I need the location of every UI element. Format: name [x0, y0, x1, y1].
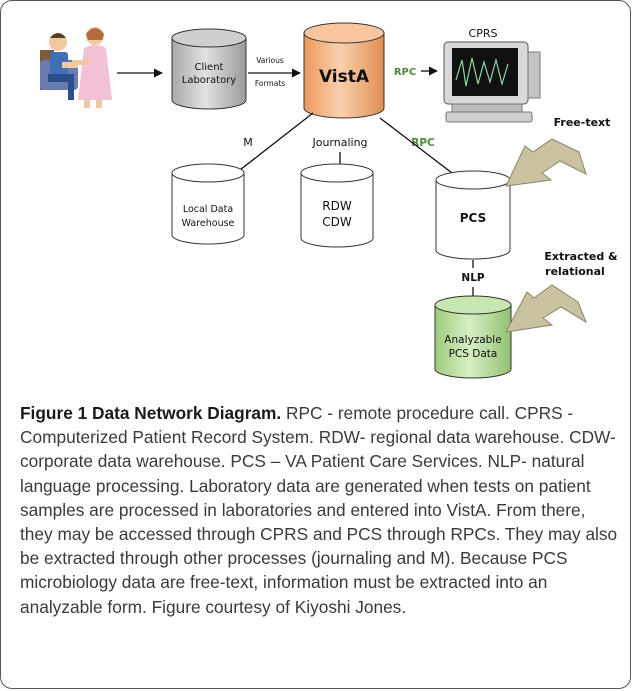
cprs-computer-icon: CPRS [443, 27, 541, 123]
local-dw-label-1: Local Data [183, 204, 233, 215]
cdw-label: CDW [322, 215, 352, 229]
edge-label-rpc-cprs: RPC [394, 67, 416, 78]
callout-extracted: Extracted & [544, 250, 618, 263]
callout-free-text: Free-text [554, 116, 611, 129]
analyzable-label-2: PCS Data [449, 348, 498, 360]
analyzable-pcs-data-node: Analyzable PCS Data [434, 295, 512, 379]
vista-label: VistA [319, 67, 370, 87]
caption-title: Figure 1 Data Network Diagram. [20, 403, 282, 423]
client-lab-label-1: Client [195, 62, 224, 73]
caption-body: RPC - remote procedure call. CPRS - Comp… [20, 403, 618, 617]
patient-nurse-illustration [40, 27, 112, 108]
data-network-diagram: Client Laboratory Various Formats VistA … [40, 22, 618, 379]
edge-label-rpc-pcs: RPC [411, 137, 435, 149]
edge-label-journaling: Journaling [311, 136, 367, 149]
edge-label-m: M [243, 136, 253, 149]
analyzable-label-1: Analyzable [444, 334, 501, 346]
vista-node: VistA [303, 22, 385, 119]
client-lab-label-2: Laboratory [182, 75, 237, 86]
figure-caption: Figure 1 Data Network Diagram. RPC - rem… [20, 401, 620, 619]
edge-label-formats: Formats [255, 79, 285, 88]
client-laboratory-node: Client Laboratory [171, 28, 247, 110]
free-text-callout-arrow [505, 138, 587, 187]
local-data-warehouse-node: Local Data Warehouse [171, 163, 245, 245]
rdw-label: RDW [322, 199, 352, 213]
pcs-label: PCS [460, 211, 486, 225]
local-dw-label-2: Warehouse [182, 218, 235, 229]
extracted-callout-arrow [505, 284, 588, 333]
callout-relational-line: relational [545, 265, 605, 278]
pcs-node: PCS [435, 170, 511, 260]
edge-label-various: Various [256, 56, 284, 65]
cprs-label: CPRS [469, 27, 498, 40]
rdw-cdw-node: RDW CDW [300, 163, 374, 248]
edge-label-nlp: NLP [461, 272, 484, 284]
